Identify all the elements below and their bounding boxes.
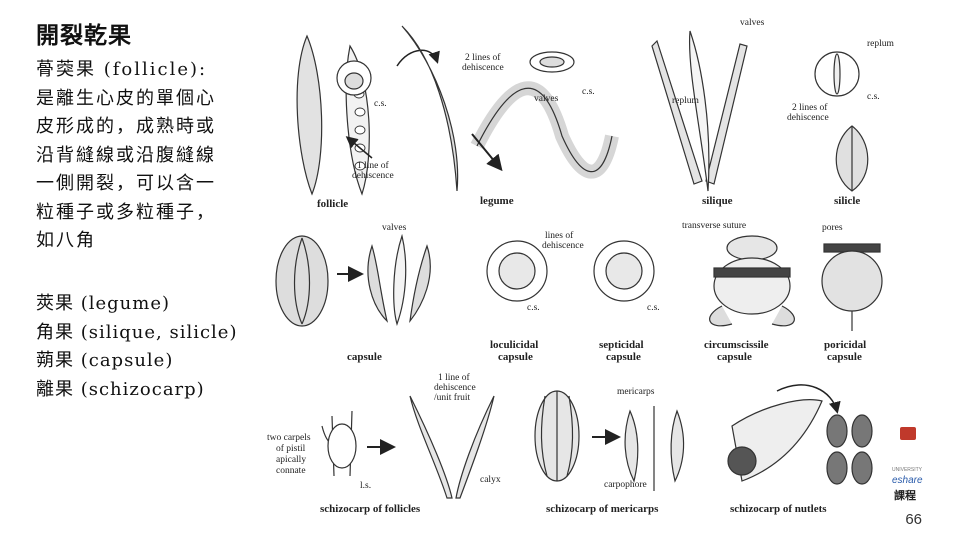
- valves-label: valves: [534, 94, 559, 104]
- mericarps-label: mericarps: [617, 387, 655, 397]
- cs-label: c.s.: [867, 92, 880, 102]
- silicle-drawing: [814, 51, 869, 192]
- caption-loculicidal: loculicidal: [490, 339, 538, 351]
- fruit-type-list: 莢果 (legume) 角果 (silique, silicle) 蒴果 (ca…: [36, 290, 276, 404]
- text-line: 如八角: [36, 230, 96, 251]
- list-item: 莢果 (legume): [36, 293, 171, 314]
- list-item: 蒴果 (capsule): [36, 350, 174, 371]
- two-carpels-label: two carpels: [267, 433, 311, 443]
- replum-label: replum: [672, 96, 700, 106]
- caption-schizocarp-nutlets: schizocarp of nutlets: [730, 503, 827, 515]
- valves-label: valves: [740, 18, 765, 28]
- cs-label: c.s.: [527, 303, 540, 313]
- two-lines-label: dehiscence: [462, 63, 504, 73]
- one-line-label: 1 line of: [357, 160, 389, 171]
- text-line: 沿背縫線或沿腹縫線: [36, 144, 216, 166]
- book-icon: [900, 427, 916, 440]
- pores-label: pores: [822, 223, 843, 233]
- legume-drawing: [401, 25, 619, 192]
- cs-label: c.s.: [647, 303, 660, 313]
- lines-of-label: lines of: [545, 230, 574, 241]
- calyx-label: calyx: [480, 475, 501, 485]
- lines-of-label: dehiscence: [542, 241, 584, 251]
- capsule-cross-sections: [486, 240, 655, 302]
- text-line: 一側開裂，可以含一: [36, 173, 216, 194]
- two-carpels-label: of pistil: [276, 443, 306, 454]
- dehiscent-fruits-figure: c.s. 1 line of dehiscence follicle 2 lin…: [267, 18, 895, 515]
- text-line: 蓇葖果 (follicle):: [36, 59, 208, 80]
- eshare-logo: UNIVERSITY eshare 課程: [892, 425, 938, 505]
- logo-brand-bottom: 課程: [894, 489, 916, 502]
- circumscissile-drawing: [709, 235, 795, 327]
- text-line: 粒種子或多粒種子，: [36, 201, 216, 223]
- list-item: 離果 (schizocarp): [36, 378, 205, 400]
- caption-silicle: silicle: [834, 195, 860, 207]
- replum-label: replum: [867, 39, 895, 49]
- dehiscence-label: 1 line of: [438, 372, 470, 383]
- caption-follicle: follicle: [317, 198, 348, 210]
- cs-label: c.s.: [582, 87, 595, 97]
- valves-label: valves: [382, 223, 407, 233]
- two-lines-label: 2 lines of: [465, 52, 501, 63]
- silique-drawing: [651, 30, 748, 192]
- dehiscence-label: /unit fruit: [434, 392, 471, 403]
- ls-label: l.s.: [360, 481, 371, 491]
- caption-circumscissile: circumscissile: [704, 339, 769, 351]
- two-lines-label: dehiscence: [787, 113, 829, 123]
- logo-brand-mid: eshare: [892, 475, 923, 486]
- schizocarp-mericarps-drawing: [534, 390, 685, 491]
- caption-legume: legume: [480, 195, 514, 207]
- text-line: 皮形成的，成熟時或: [36, 116, 216, 137]
- caption-capsule: capsule: [347, 351, 382, 363]
- logo-brand-top: UNIVERSITY: [892, 467, 923, 473]
- text-line: 是離生心皮的單個心: [36, 87, 216, 109]
- two-carpels-label: apically: [276, 455, 306, 465]
- schizocarp-follicles-drawing: [321, 395, 495, 499]
- list-item: 角果 (silique, silicle): [36, 321, 238, 343]
- caption-poricidal: poricidal: [824, 339, 866, 351]
- dehiscence-label: dehiscence: [434, 383, 476, 393]
- one-line-label: dehiscence: [352, 171, 394, 181]
- carpophore-label: carpophore: [604, 480, 647, 490]
- slide-title: 開裂乾果: [36, 22, 132, 49]
- caption-silique: silique: [702, 195, 733, 207]
- caption-capsule-word: capsule: [717, 351, 752, 363]
- caption-capsule-word: capsule: [606, 351, 641, 363]
- caption-schizocarp-follicles: schizocarp of follicles: [320, 503, 421, 515]
- caption-capsule-word: capsule: [827, 351, 862, 363]
- poricidal-drawing: [821, 243, 883, 331]
- two-carpels-label: connate: [276, 466, 306, 476]
- capsule-drawing: [275, 233, 431, 327]
- two-lines-label: 2 lines of: [792, 102, 828, 113]
- caption-septicidal: septicidal: [599, 339, 644, 351]
- page-number: 66: [905, 511, 922, 528]
- follicle-drawing: [296, 34, 372, 196]
- caption-schizocarp-mericarps: schizocarp of mericarps: [546, 503, 659, 515]
- caption-capsule-word: capsule: [498, 351, 533, 363]
- transverse-suture-label: transverse suture: [682, 221, 746, 231]
- follicle-description: 蓇葖果 (follicle): 是離生心皮的單個心 皮形成的，成熟時或 沿背縫線…: [36, 56, 266, 256]
- cs-label: c.s.: [374, 99, 387, 109]
- schizocarp-nutlets-drawing: [727, 399, 873, 485]
